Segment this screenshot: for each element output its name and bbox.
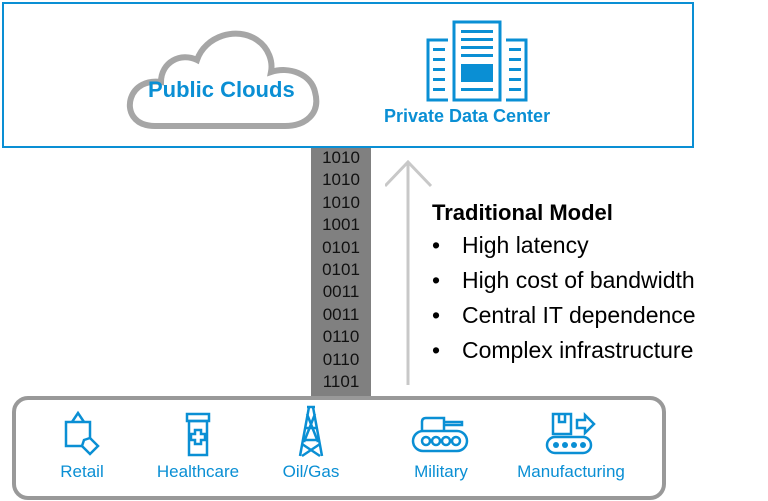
industry-oil-gas: Oil/Gas [276,405,346,482]
bullet-text: High cost of bandwidth [462,267,695,293]
industry-label: Military [414,462,468,481]
binary-row: 0011 [322,282,360,301]
bullet-item: • High cost of bandwidth [432,263,696,298]
oil-derrick-icon [298,405,324,458]
cloud-datacenter-panel: Public Clouds Private Data Center [2,2,694,148]
model-title: Traditional Model [432,200,613,225]
binary-row: 0101 [322,260,360,279]
binary-row: 0110 [322,327,360,346]
binary-row: 0110 [322,350,360,369]
medicine-bottle-icon [185,412,211,457]
cloud-icon [126,30,320,129]
traditional-model-list: Traditional Model • High latency • High co… [432,200,696,368]
bullet-text: High latency [462,232,589,258]
bullet-item: • Complex infrastructure [432,333,696,368]
industries-panel: Retail Healthcare Oil/Gas Military [12,396,666,500]
bullet-dot: • [432,302,441,328]
industry-retail: Retail [52,410,112,482]
binary-data-stream: 1010 1010 1010 1001 0101 0101 0011 0011 … [311,146,371,398]
industry-label: Retail [60,462,104,481]
binary-row: 1010 [322,193,360,212]
bullet-text: Complex infrastructure [462,337,694,363]
industry-manufacturing: Manufacturing [506,410,636,482]
industry-healthcare: Healthcare [148,410,248,482]
binary-row: 1010 [322,170,360,189]
binary-row: 0101 [322,238,360,257]
conveyor-icon [545,411,596,455]
bullet-item: • Central IT dependence [432,298,696,333]
industry-label: Oil/Gas [282,462,340,481]
private-data-center-label: Private Data Center [384,106,551,126]
industry-label: Manufacturing [517,462,625,481]
binary-row: 0011 [322,305,360,324]
bullet-text: Central IT dependence [462,302,696,328]
public-clouds-label: Public Clouds [148,77,295,102]
industry-military: Military [396,410,486,482]
data-center-icon [426,20,528,102]
bullet-item: • High latency [432,228,696,263]
tank-icon [411,416,469,453]
bullet-dot: • [432,337,441,363]
binary-row: 1010 [322,148,360,167]
shopping-bag-icon [64,410,100,456]
binary-row: 1001 [322,215,360,234]
industry-label: Healthcare [156,462,240,481]
bullet-dot: • [432,267,441,293]
binary-row: 1101 [322,372,360,391]
bullet-dot: • [432,232,441,258]
up-arrow-icon [385,160,433,385]
